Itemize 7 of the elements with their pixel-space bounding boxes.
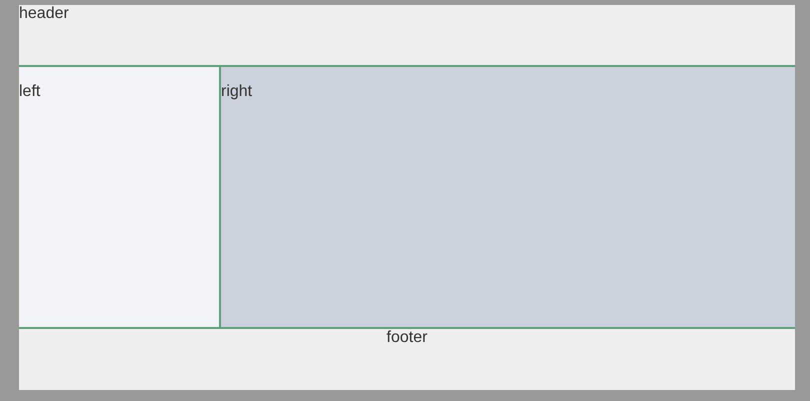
content-panel — [221, 67, 795, 327]
footer-label: footer — [386, 329, 428, 347]
header-label: header — [19, 5, 69, 23]
sidebar-panel — [19, 67, 221, 327]
content-label: right — [221, 83, 252, 101]
header-bar — [19, 5, 795, 67]
sidebar-label: left — [19, 83, 40, 101]
